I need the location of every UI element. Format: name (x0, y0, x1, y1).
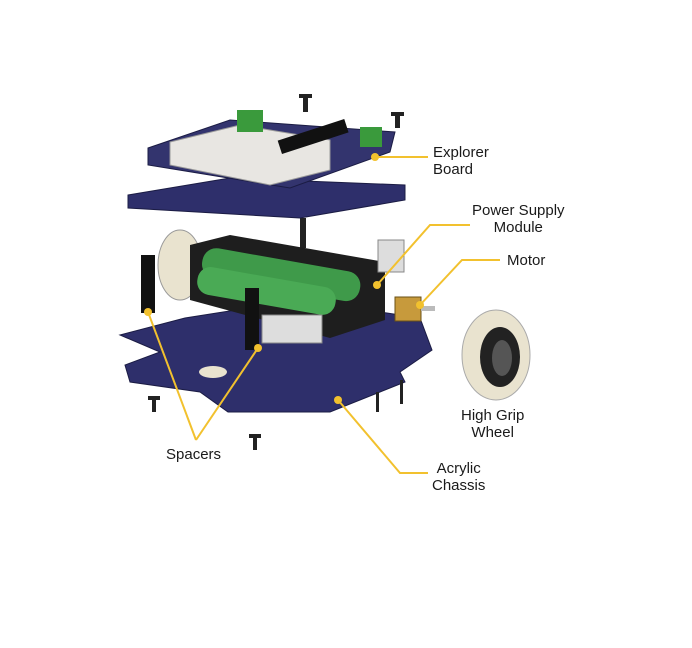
power-supply-module (261, 314, 323, 344)
header-pins (277, 119, 349, 154)
label-line: Explorer (433, 144, 489, 161)
label-line: Power Supply (472, 202, 565, 219)
spacer (245, 288, 259, 350)
label-line: Chassis (432, 477, 486, 494)
label-line: Board (433, 161, 474, 178)
leader-dots (144, 153, 424, 404)
terminal-block (237, 110, 263, 132)
leader-lines (147, 156, 500, 474)
label-power-supply: Power Supply Module (472, 202, 565, 236)
screws (148, 94, 404, 450)
label-spacers: Spacers (166, 446, 222, 463)
motor-shaft (421, 306, 435, 311)
label-acrylic-chassis: Acrylic Chassis (432, 460, 485, 494)
motor (394, 296, 422, 322)
terminal-block (360, 127, 382, 147)
label-motor: Motor (507, 252, 546, 269)
spacer (141, 255, 155, 313)
caster (199, 366, 227, 378)
power-switch (377, 239, 405, 273)
label-line: Acrylic (436, 460, 481, 477)
battery-cell (197, 267, 336, 315)
label-high-grip-wheel: High Grip Wheel (461, 407, 524, 441)
wheel-axle-hole (492, 340, 512, 376)
label-line: Module (493, 219, 543, 236)
label-explorer-board: Explorer Board (433, 144, 489, 178)
label-line: Wheel (471, 424, 514, 441)
label-line: High Grip (461, 407, 525, 424)
